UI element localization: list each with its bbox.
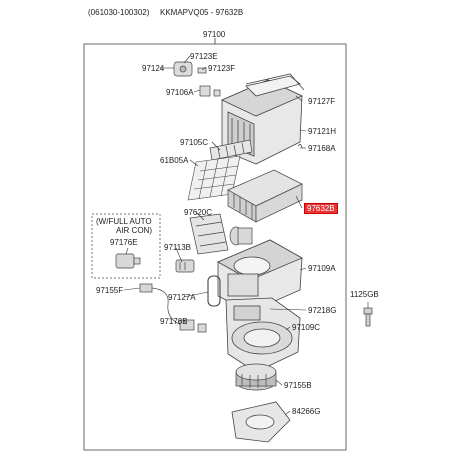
part-label-97155f[interactable]: 97155F — [96, 286, 124, 295]
flap-part — [189, 213, 229, 255]
sensor-wire-part — [139, 283, 207, 333]
part-label-97109a[interactable]: 97109A — [308, 264, 336, 273]
part-label-97123f[interactable]: 97123F — [208, 64, 236, 73]
part-label-1125gb[interactable]: 1125GB — [350, 290, 379, 299]
blower-motor-part — [235, 363, 277, 391]
assembly-label: 97100 — [203, 30, 226, 39]
actuator-part — [173, 61, 207, 77]
grille-part — [209, 139, 253, 161]
part-label-97632b[interactable]: 97632B — [304, 203, 338, 214]
part-label-97105c[interactable]: 97105C — [180, 138, 209, 147]
option-box-line1: (W/FULL AUTO — [96, 217, 152, 226]
part-label-97155b[interactable]: 97155B — [284, 381, 312, 390]
part-label-97176b[interactable]: 97176B — [160, 317, 188, 326]
part-label-97123e[interactable]: 97123E — [190, 52, 218, 61]
clip-part — [297, 144, 303, 149]
part-label-97127a[interactable]: 97127A — [168, 293, 196, 302]
part-label-97121h[interactable]: 97121H — [308, 127, 337, 136]
blower-case-part — [225, 297, 301, 373]
part-label-97124[interactable]: 97124 — [142, 64, 165, 73]
blower-cover-part — [231, 401, 291, 443]
lower-case-part — [217, 239, 303, 313]
gasket-part — [207, 275, 221, 307]
part-label-97218g[interactable]: 97218G — [308, 306, 337, 315]
header-code: (061030-100302) — [88, 8, 150, 17]
bolt-part — [363, 307, 373, 327]
option-box-line2: AIR CON) — [116, 226, 152, 235]
option-box-frame — [91, 213, 161, 279]
part-label-97127f[interactable]: 97127F — [308, 97, 336, 106]
part-label-97168a[interactable]: 97168A — [308, 144, 336, 153]
header-title: KKMAPVQ05 - 97632B — [160, 8, 244, 17]
part-label-61b05a[interactable]: 61B05A — [160, 156, 189, 165]
resistor-part — [175, 259, 195, 273]
option-sensor-part — [115, 253, 141, 269]
part-label-97106a[interactable]: 97106A — [166, 88, 194, 97]
part-label-84266g[interactable]: 84266G — [292, 407, 321, 416]
link-part — [199, 85, 221, 97]
part-label-97620c[interactable]: 97620C — [184, 208, 213, 217]
part-label-97109c[interactable]: 97109C — [292, 323, 321, 332]
filter-grid-part — [187, 155, 241, 201]
part-label-97113b[interactable]: 97113B — [164, 243, 191, 252]
seal-part — [245, 73, 305, 91]
cabin-filter-part — [227, 169, 303, 223]
leader-lines — [123, 55, 369, 415]
door-motor-part — [229, 226, 253, 246]
part-label-97176e[interactable]: 97176E — [110, 238, 138, 247]
